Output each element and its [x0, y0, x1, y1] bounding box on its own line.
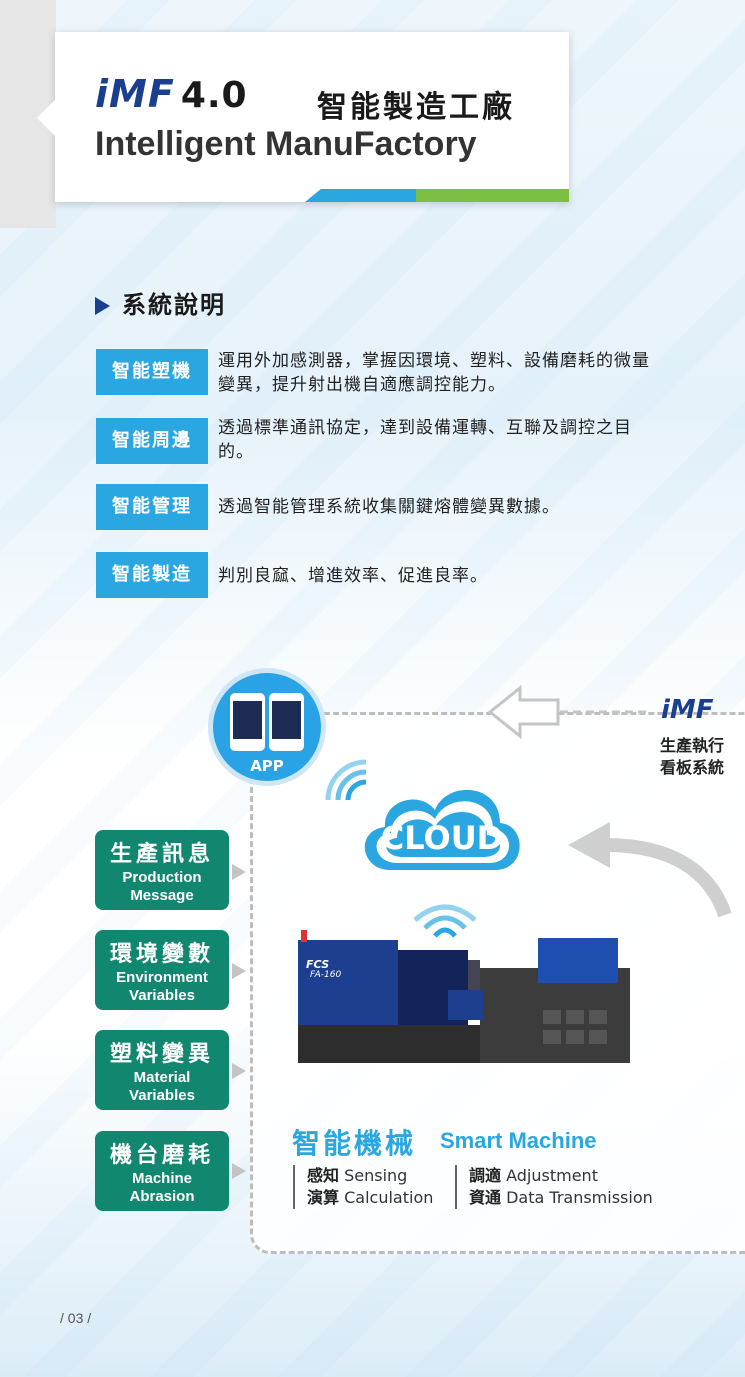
- input-card-subtitle: Environment: [116, 969, 208, 986]
- input-card-subtitle: Material: [133, 1069, 191, 1086]
- wifi-icon: [325, 759, 367, 801]
- brand-version: 4.0: [180, 75, 248, 116]
- arrow-left-icon: [487, 684, 560, 740]
- feature-desc: 運用外加感測器，掌握因環境、塑料、設備磨耗的微量變異，提升射出機自適應調控能力。: [218, 351, 650, 395]
- input-card-subtitle: Variables: [129, 987, 195, 1004]
- injection-machine-image: FCS FA-160: [298, 930, 638, 1074]
- machine-brand: FCS: [306, 958, 330, 971]
- phone-calendar-icon: [230, 693, 265, 751]
- page-number: / 03 /: [60, 1310, 92, 1326]
- input-card-subtitle: Message: [130, 887, 194, 904]
- capabilities-left: 感知 Sensing 演算 Calculation: [293, 1165, 433, 1209]
- feature-desc: 透過標準通訊協定，達到設備運轉、互聯及調控之目的。: [218, 418, 632, 462]
- capability-en: Data Transmission: [506, 1188, 653, 1207]
- feature-badge: 智能製造: [96, 552, 208, 598]
- header-title-en: Intelligent ManuFactory: [95, 125, 477, 163]
- smart-machine-title-zh: 智能機械: [292, 1127, 417, 1160]
- input-card-title: 塑料變異: [109, 1042, 214, 1067]
- input-card-subtitle: Variables: [129, 1087, 195, 1104]
- feature-desc: 透過智能管理系統收集關鍵熔體變異數據。: [218, 497, 560, 517]
- imf-description: 生產執行 看板系統: [660, 735, 724, 779]
- arrow-right-icon: [232, 864, 246, 880]
- capability-item: 調適 Adjustment: [469, 1165, 653, 1187]
- input-card-title: 生產訊息: [109, 842, 214, 867]
- input-card-environment: 環境變數 Environment Variables: [95, 930, 229, 1010]
- feature-badge: 智能管理: [96, 484, 208, 530]
- capability-en: Calculation: [344, 1188, 434, 1207]
- cloud-icon: CLOUD: [355, 775, 525, 879]
- section-title-text: 系統說明: [122, 291, 226, 319]
- machine-model: FA-160: [310, 970, 342, 980]
- section-title: 系統說明: [95, 285, 226, 320]
- input-card-production: 生產訊息 Production Message: [95, 830, 229, 910]
- capability-zh: 感知: [307, 1166, 340, 1185]
- capabilities-right: 調適 Adjustment 資通 Data Transmission: [455, 1165, 653, 1209]
- smart-machine-title-en: Smart Machine: [440, 1128, 597, 1153]
- triangle-bullet-icon: [95, 297, 110, 315]
- feature-badge: 智能塑機: [96, 349, 208, 395]
- cloud-label: CLOUD: [380, 819, 504, 857]
- input-card-subtitle: Abrasion: [129, 1188, 195, 1205]
- feature-badge: 智能周邊: [96, 418, 208, 464]
- arrow-right-icon: [232, 963, 246, 979]
- capability-item: 資通 Data Transmission: [469, 1187, 653, 1209]
- curved-arrow-icon: [568, 822, 732, 918]
- capability-item: 演算 Calculation: [307, 1187, 433, 1209]
- header-notch: [37, 100, 55, 136]
- capability-en: Sensing: [344, 1166, 408, 1185]
- imf-desc-line: 生產執行: [660, 736, 725, 755]
- app-label: APP: [250, 757, 284, 775]
- brand-name: iMF: [95, 72, 175, 116]
- input-card-subtitle: Production: [122, 869, 202, 886]
- input-card-title: 機台磨耗: [109, 1143, 214, 1168]
- imf-connector: [487, 684, 650, 740]
- wifi-icon: [413, 904, 477, 938]
- app-badge: APP: [208, 668, 326, 786]
- capability-en: Adjustment: [506, 1166, 598, 1185]
- capability-item: 感知 Sensing: [307, 1165, 433, 1187]
- input-card-material: 塑料變異 Material Variables: [95, 1030, 229, 1110]
- imf-logo: iMF: [661, 695, 714, 725]
- input-card-machine: 機台磨耗 Machine Abrasion: [95, 1131, 229, 1211]
- arrow-right-icon: [232, 1163, 246, 1179]
- input-card-subtitle: Machine: [131, 1170, 192, 1187]
- imf-desc-line: 看板系統: [660, 758, 725, 777]
- capability-zh: 調適: [469, 1166, 502, 1185]
- feature-desc: 判別良窳、增進效率、促進良率。: [218, 566, 488, 586]
- phone-chart-icon: [269, 693, 304, 751]
- capability-zh: 資通: [469, 1188, 502, 1207]
- input-card-title: 環境變數: [109, 942, 214, 967]
- capability-zh: 演算: [307, 1188, 340, 1207]
- header-accent-bar: [305, 189, 569, 202]
- header-title-zh: 智能製造工廠: [317, 90, 515, 125]
- arrow-right-icon: [232, 1063, 246, 1079]
